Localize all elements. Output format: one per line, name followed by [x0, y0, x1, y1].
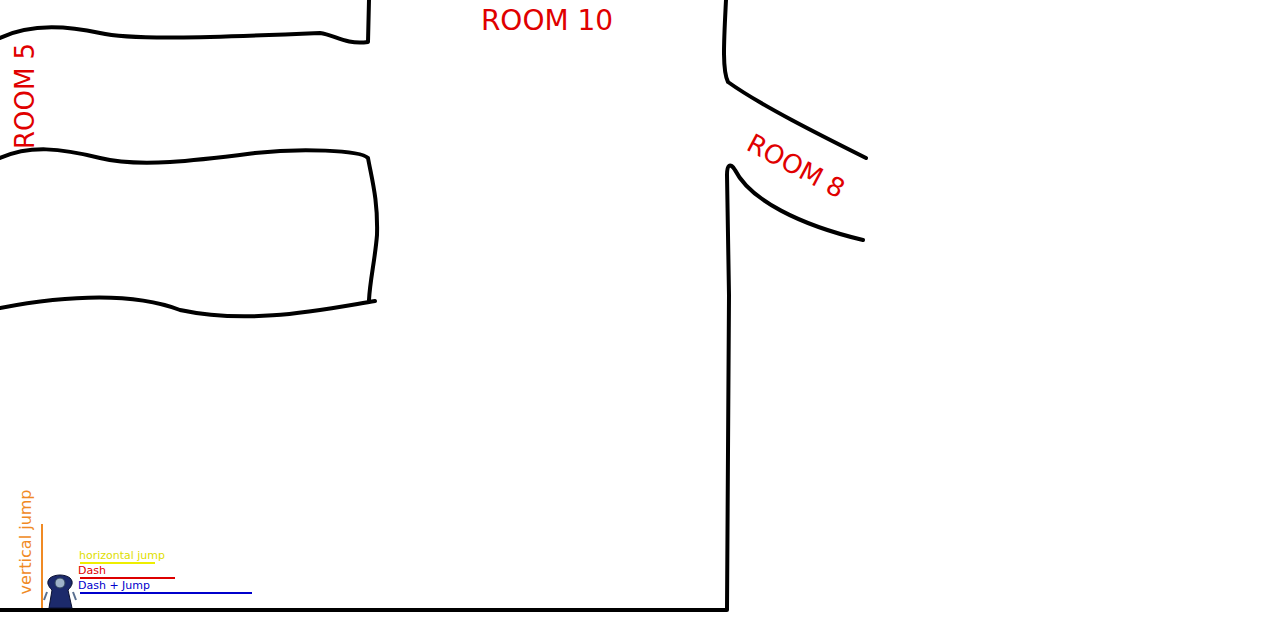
player-sprite — [44, 575, 76, 608]
wall — [0, 298, 375, 317]
dash-jump-bar — [80, 592, 252, 594]
jump-label: vertical jump — [18, 489, 34, 594]
wall — [724, 0, 866, 158]
vertical-jump-bar — [41, 524, 43, 608]
room-label: ROOM 10 — [481, 7, 613, 35]
room-label: ROOM 5 — [12, 43, 38, 149]
jump-label: Dash + Jump — [78, 580, 150, 591]
wall — [0, 149, 377, 300]
jump-label: Dash — [78, 565, 106, 576]
jump-label: horizontal jump — [79, 550, 165, 561]
wall — [0, 0, 369, 43]
wall — [0, 165, 863, 610]
